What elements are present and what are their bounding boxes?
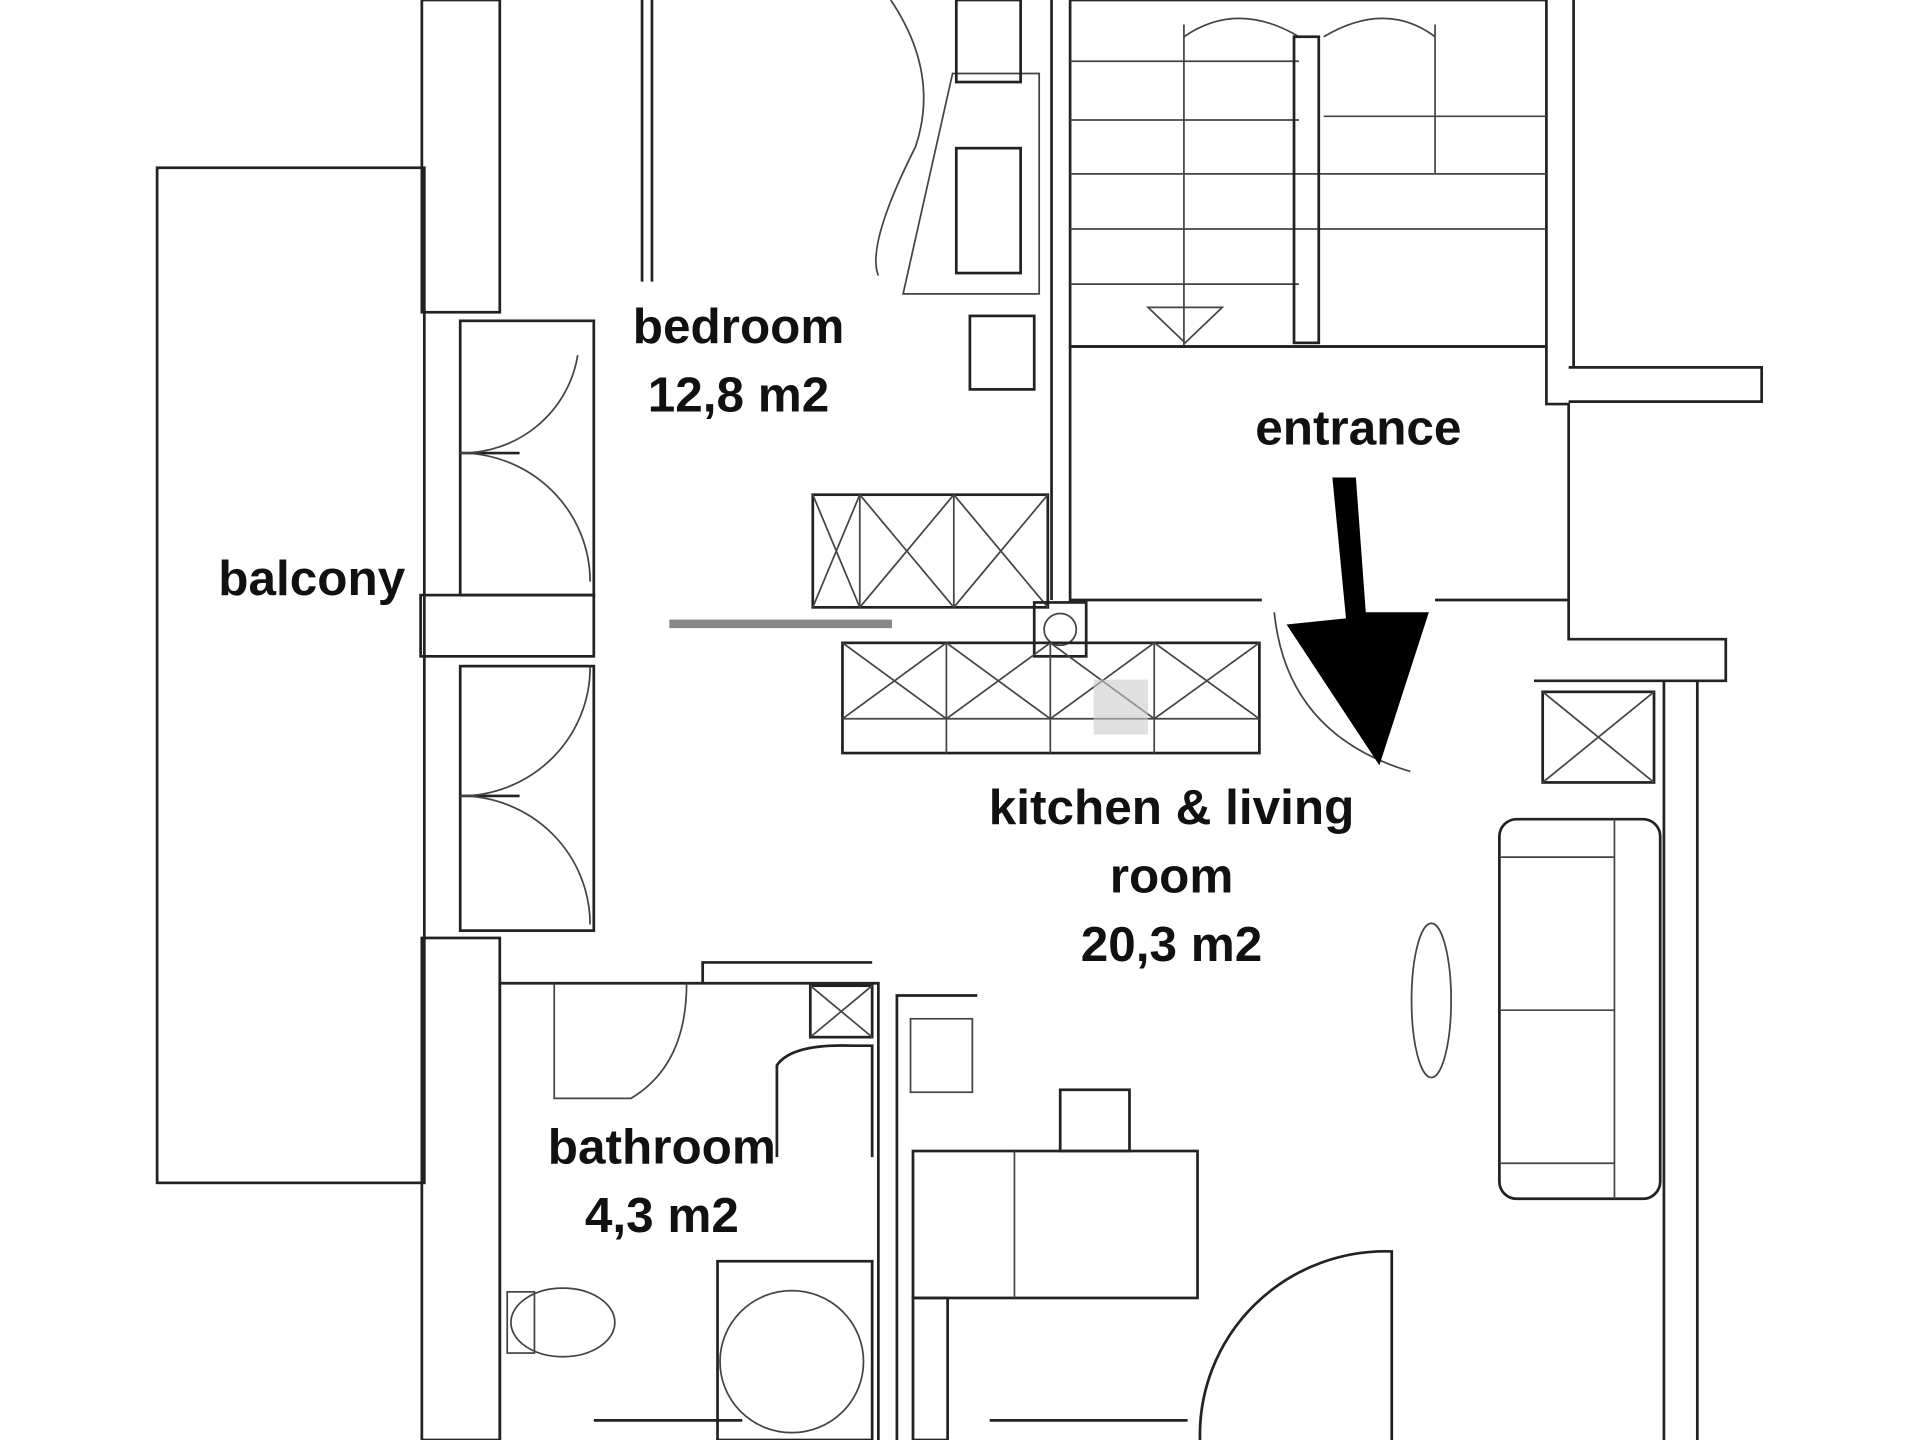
balcony-doors [419, 319, 596, 932]
bathroom-label: bathroom [548, 1119, 776, 1174]
balcony-label: balcony [218, 551, 406, 606]
kitchen-living-label-line1: kitchen & living [989, 780, 1355, 835]
entrance-label: entrance [1255, 401, 1461, 456]
kitchen-counter [841, 601, 1411, 773]
bedroom-furniture [640, 0, 1053, 629]
bathroom-area: 4,3 m2 [585, 1188, 739, 1243]
kitchen-living-area: 20,3 m2 [1081, 917, 1263, 972]
living-walls [1410, 680, 1699, 1440]
bedroom-area: 12,8 m2 [648, 368, 830, 423]
desk-area [895, 994, 1394, 1440]
bathroom-fixtures [498, 961, 1188, 1440]
entry-arrow-icon [1286, 477, 1429, 766]
staircase [1068, 0, 1548, 348]
bedroom-label: bedroom [633, 299, 845, 354]
kitchen-living-label-line2: room [1110, 849, 1234, 904]
entrance-walls [1068, 0, 1764, 683]
balcony-area [155, 0, 502, 1440]
